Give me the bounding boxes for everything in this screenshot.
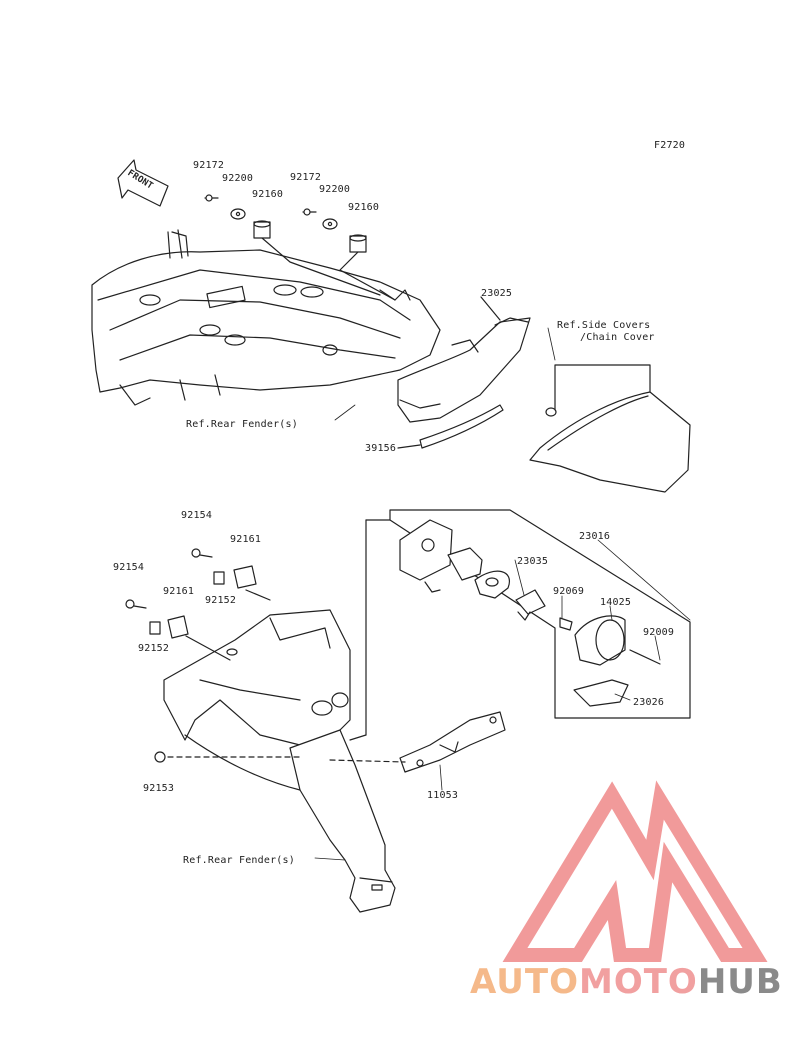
part-label-92200[interactable]: 92200 — [319, 184, 351, 195]
ref-side-covers: Ref.Side Covers — [557, 320, 651, 331]
license-bracket-11053 — [399, 711, 506, 773]
ref-rear-fender-bottom: Ref.Rear Fender(s) — [183, 855, 295, 866]
part-label-92153[interactable]: 92153 — [143, 783, 175, 794]
part-label-39156[interactable]: 39156 — [365, 443, 397, 454]
part-label-11053[interactable]: 11053 — [427, 790, 459, 801]
tail-light-23025 — [397, 317, 531, 423]
rear-subframe-assembly — [91, 229, 441, 406]
part-label-92154[interactable]: 92154 — [113, 562, 145, 573]
side-cover — [529, 364, 691, 493]
watermark-brand: AUTOMOTOHUB — [470, 962, 783, 1002]
fastener-group-top — [204, 194, 396, 301]
part-label-92152[interactable]: 92152 — [138, 643, 170, 654]
part-label-92172[interactable]: 92172 — [290, 172, 322, 183]
rear-fender-lower — [184, 729, 396, 913]
part-label-23025[interactable]: 23025 — [481, 288, 513, 299]
part-label-92160[interactable]: 92160 — [348, 202, 380, 213]
ref-chain-cover: /Chain Cover — [580, 332, 655, 343]
part-label-14025[interactable]: 14025 — [600, 597, 632, 608]
lamp-components — [399, 519, 661, 707]
part-label-92161[interactable]: 92161 — [163, 586, 195, 597]
ref-rear-fender-top: Ref.Rear Fender(s) — [186, 419, 298, 430]
part-label-92172[interactable]: 92172 — [193, 160, 225, 171]
part-label-92161[interactable]: 92161 — [230, 534, 262, 545]
watermark-logo-icon — [502, 780, 768, 962]
part-label-92152[interactable]: 92152 — [205, 595, 237, 606]
fastener-group-bottom — [125, 548, 406, 763]
seal-strip-39156 — [397, 404, 504, 449]
part-label-23026[interactable]: 23026 — [633, 697, 665, 708]
leader-lines — [314, 327, 691, 861]
part-label-92200[interactable]: 92200 — [222, 173, 254, 184]
part-label-23035[interactable]: 23035 — [517, 556, 549, 567]
watermark-part2: MOTO — [578, 962, 698, 1002]
watermark-part1: AUTO — [470, 962, 579, 1002]
part-label-92069[interactable]: 92069 — [553, 586, 585, 597]
watermark-part3: HUB — [697, 962, 783, 1002]
fender-bracket — [163, 609, 351, 746]
part-label-92160[interactable]: 92160 — [252, 189, 284, 200]
part-label-92009[interactable]: 92009 — [643, 627, 675, 638]
part-label-92154[interactable]: 92154 — [181, 510, 213, 521]
front-arrow-icon — [117, 159, 169, 207]
part-label-23016[interactable]: 23016 — [579, 531, 611, 542]
figure-code: F2720 — [654, 140, 686, 151]
